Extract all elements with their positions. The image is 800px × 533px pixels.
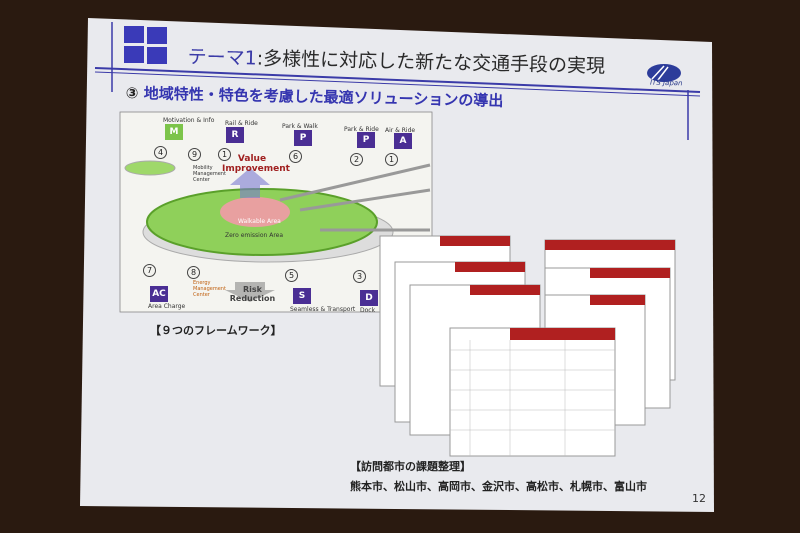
cities-heading: 【訪問都市の課題整理】 xyxy=(350,460,471,473)
motivation-badge: M xyxy=(165,124,183,140)
park-walk-badge: P xyxy=(294,130,312,146)
issue-tables xyxy=(379,235,676,457)
air-badge: A xyxy=(394,133,412,149)
seamless-badge: S xyxy=(293,288,311,304)
slide-logo-squares xyxy=(124,26,167,64)
cities-list: 熊本市、松山市、高岡市、金沢市、高松市、札幌市、富山市 xyxy=(350,480,647,493)
park-ride-badge: P xyxy=(357,132,375,148)
value-arrow xyxy=(230,168,270,198)
risk-arrow xyxy=(225,282,275,302)
framework-caption: 【９つのフレームワーク】 xyxy=(150,324,282,337)
title-rule xyxy=(94,67,701,93)
area-charge-badge: AC xyxy=(150,286,168,302)
rail-badge: R xyxy=(226,127,244,143)
walkable-area xyxy=(220,197,290,227)
logo-text: ITS Japan xyxy=(649,78,683,88)
dock-badge: D xyxy=(360,290,378,306)
page-number: 12 xyxy=(692,492,706,505)
